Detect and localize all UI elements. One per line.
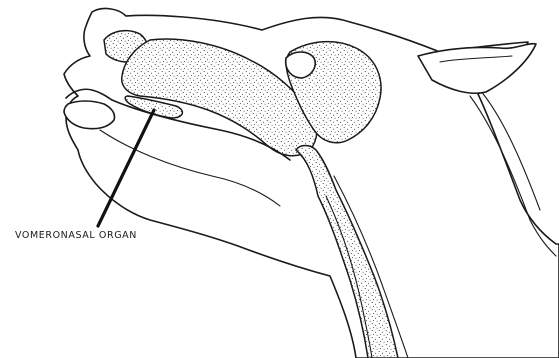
vomeronasal-organ-label: VOMERONASAL ORGAN	[15, 230, 137, 241]
eye-socket	[286, 52, 316, 78]
